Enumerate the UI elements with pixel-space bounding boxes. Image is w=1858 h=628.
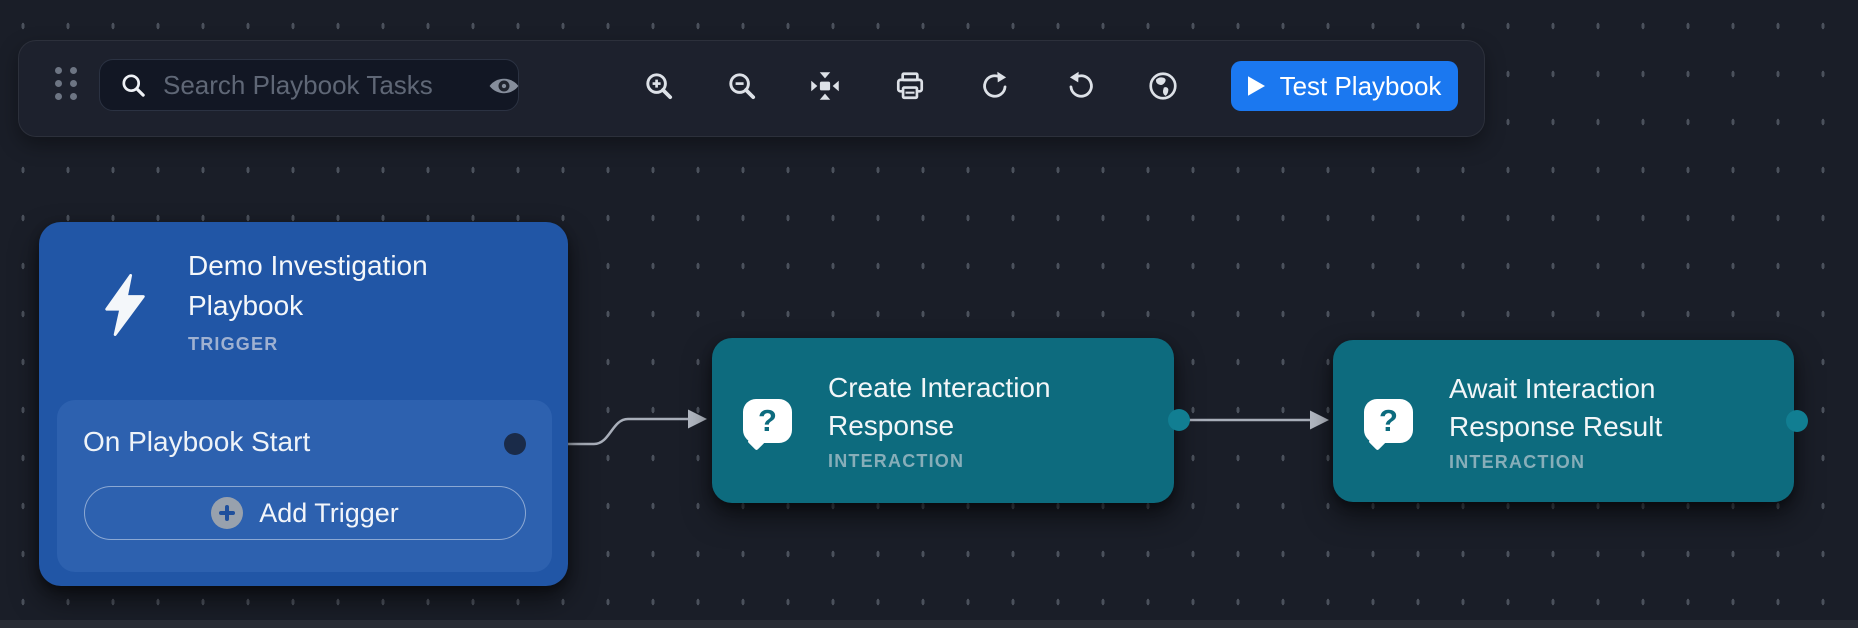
zoom-in-button[interactable] — [635, 62, 683, 110]
add-trigger-label: Add Trigger — [259, 497, 399, 528]
question-bubble-icon: ? — [743, 398, 792, 443]
eye-button[interactable] — [480, 62, 528, 110]
zoom-out-button[interactable] — [718, 62, 766, 110]
redo-icon — [983, 71, 1007, 98]
undo-button[interactable] — [1057, 62, 1105, 110]
lightning-icon — [105, 274, 145, 336]
play-icon — [1247, 76, 1265, 96]
node-create-interaction-response[interactable]: ? Create Interaction Response INTERACTIO… — [712, 338, 1190, 503]
redo-button[interactable] — [971, 62, 1019, 110]
playbook-toolbar: Test Playbook — [18, 40, 1485, 137]
output-port[interactable] — [504, 433, 526, 455]
fit-view-button[interactable] — [801, 62, 849, 110]
node-title: Await Interaction Response Result — [1449, 372, 1663, 442]
search-icon — [122, 73, 145, 97]
test-playbook-label: Test Playbook — [1279, 70, 1442, 101]
output-port[interactable] — [1168, 409, 1190, 431]
node-type-label: INTERACTION — [828, 451, 965, 471]
trigger-sub-item-label: On Playbook Start — [83, 426, 311, 457]
fit-view-icon — [811, 72, 839, 100]
node-type-label: INTERACTION — [1449, 451, 1586, 472]
question-bubble-icon: ? — [1364, 399, 1413, 443]
node-title: Create Interaction Response — [828, 372, 1051, 441]
arrowhead-icon — [688, 409, 707, 429]
search-container — [99, 59, 519, 111]
globe-button[interactable] — [1139, 62, 1187, 110]
arrowhead-icon — [1310, 410, 1329, 430]
trigger-sub-item[interactable]: On Playbook Start Add Trigger — [57, 400, 552, 572]
drag-handle-icon[interactable] — [55, 67, 77, 100]
eye-icon — [489, 78, 519, 94]
globe-icon — [1149, 72, 1177, 100]
test-playbook-button[interactable]: Test Playbook — [1231, 61, 1458, 111]
add-trigger-button[interactable]: Add Trigger — [84, 486, 526, 540]
print-button[interactable] — [886, 62, 934, 110]
undo-icon — [1069, 71, 1093, 98]
node-type-label: TRIGGER — [188, 334, 279, 354]
print-icon — [896, 72, 924, 100]
bottom-edge-bar — [0, 620, 1858, 628]
node-title: Demo Investigation Playbook — [188, 250, 428, 321]
node-await-interaction-response-result[interactable]: ? Await Interaction Response Result INTE… — [1333, 340, 1808, 502]
zoom-out-icon — [729, 73, 756, 100]
zoom-in-icon — [646, 73, 673, 100]
plus-icon — [211, 497, 244, 529]
output-port[interactable] — [1786, 410, 1808, 432]
search-input[interactable] — [161, 68, 502, 102]
node-trigger[interactable]: Demo Investigation Playbook TRIGGER On P… — [39, 222, 568, 586]
